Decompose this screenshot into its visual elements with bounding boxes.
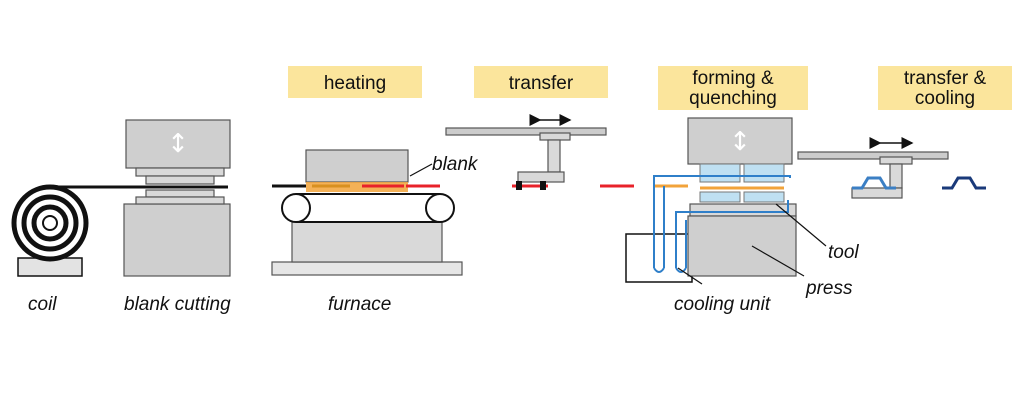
stage-transfer-cooling: transfer & cooling (878, 66, 1012, 110)
cooling-pipe-loop-1 (653, 267, 665, 273)
leader-press (751, 245, 805, 277)
conveyor-roller-left (281, 193, 311, 223)
stage-cooling-label-line1: transfer & (904, 68, 987, 89)
press-bed (687, 215, 797, 277)
cooling-unit-box (625, 233, 693, 283)
gripper-jaw-right (540, 181, 546, 190)
furnace-floor (271, 261, 463, 276)
formed-part-cold (942, 176, 986, 190)
transfer-gripper-1 (517, 171, 565, 183)
transfer-robot-1 (445, 114, 607, 190)
label-coil: coil (28, 294, 57, 315)
leader-blank (409, 163, 433, 177)
cutter-lower-plate (135, 196, 225, 205)
stage-transfer: transfer (474, 66, 608, 98)
gripper-jaw-left (516, 181, 522, 190)
cooling-pipe-lower (675, 200, 789, 268)
press: ↕ (654, 117, 797, 277)
cooling-pipe-loop-2 (675, 267, 687, 273)
leader-cooling-unit (677, 267, 703, 285)
stage-heating-label: heating (324, 73, 386, 94)
conveyor-roller-right (425, 193, 455, 223)
cutter-lower-die (145, 189, 215, 198)
stage-transfer-label: transfer (509, 73, 574, 94)
cutter-upper-block (125, 119, 231, 169)
cutter-upper-die (145, 175, 215, 185)
furnace (271, 149, 463, 276)
coil-core (42, 215, 58, 231)
label-cooling-unit: cooling unit (674, 294, 771, 315)
transfer-carriage-2 (879, 156, 913, 165)
stage-cooling-label-line2: cooling (915, 88, 975, 109)
label-tool: tool (828, 242, 859, 263)
label-furnace: furnace (328, 294, 391, 315)
transfer-arm-1 (547, 139, 561, 173)
stage-forming-quenching: forming & quenching (658, 66, 808, 110)
press-bolster (689, 203, 797, 217)
transfer-rail-1 (445, 127, 607, 136)
formed-part-warm (852, 176, 896, 190)
cooling-pipes (653, 175, 791, 273)
cooling-pipe-upper (653, 175, 791, 268)
furnace-heated-zone (306, 182, 408, 192)
cooling-unit (625, 233, 693, 283)
transfer-gripper-2 (851, 187, 903, 199)
transfer-robot-2 (797, 137, 949, 199)
upper-tool-right (743, 163, 785, 183)
press-vertical-arrow-icon: ↕ (729, 127, 751, 157)
stage-forming-label-line2: quenching (689, 88, 777, 109)
vertical-arrow-icon: ↕ (167, 129, 189, 159)
stage-heating: heating (288, 66, 422, 98)
label-blank: blank (432, 154, 479, 175)
blank-cutting-machine: ↕ (123, 119, 231, 277)
furnace-body (291, 221, 443, 263)
transfer-carriage-1 (539, 132, 571, 141)
transfer-arm-2 (889, 163, 903, 189)
transfer-rail-2 (797, 151, 949, 160)
cutter-base (123, 203, 231, 277)
coil-ring-mid (21, 194, 79, 252)
press-ram (687, 117, 793, 165)
leader-tool (775, 203, 827, 247)
stage-forming-label-line1: forming & (692, 68, 774, 89)
cutter-upper-plate (135, 167, 225, 177)
upper-tool-left (699, 163, 741, 183)
label-press: press (805, 278, 853, 299)
lower-tool-right (743, 191, 785, 203)
lower-tool-left (699, 191, 741, 203)
label-blank-cutting: blank cutting (124, 294, 231, 315)
coil (11, 184, 89, 277)
coil-ring-inner (31, 204, 69, 242)
furnace-hood (305, 149, 409, 183)
